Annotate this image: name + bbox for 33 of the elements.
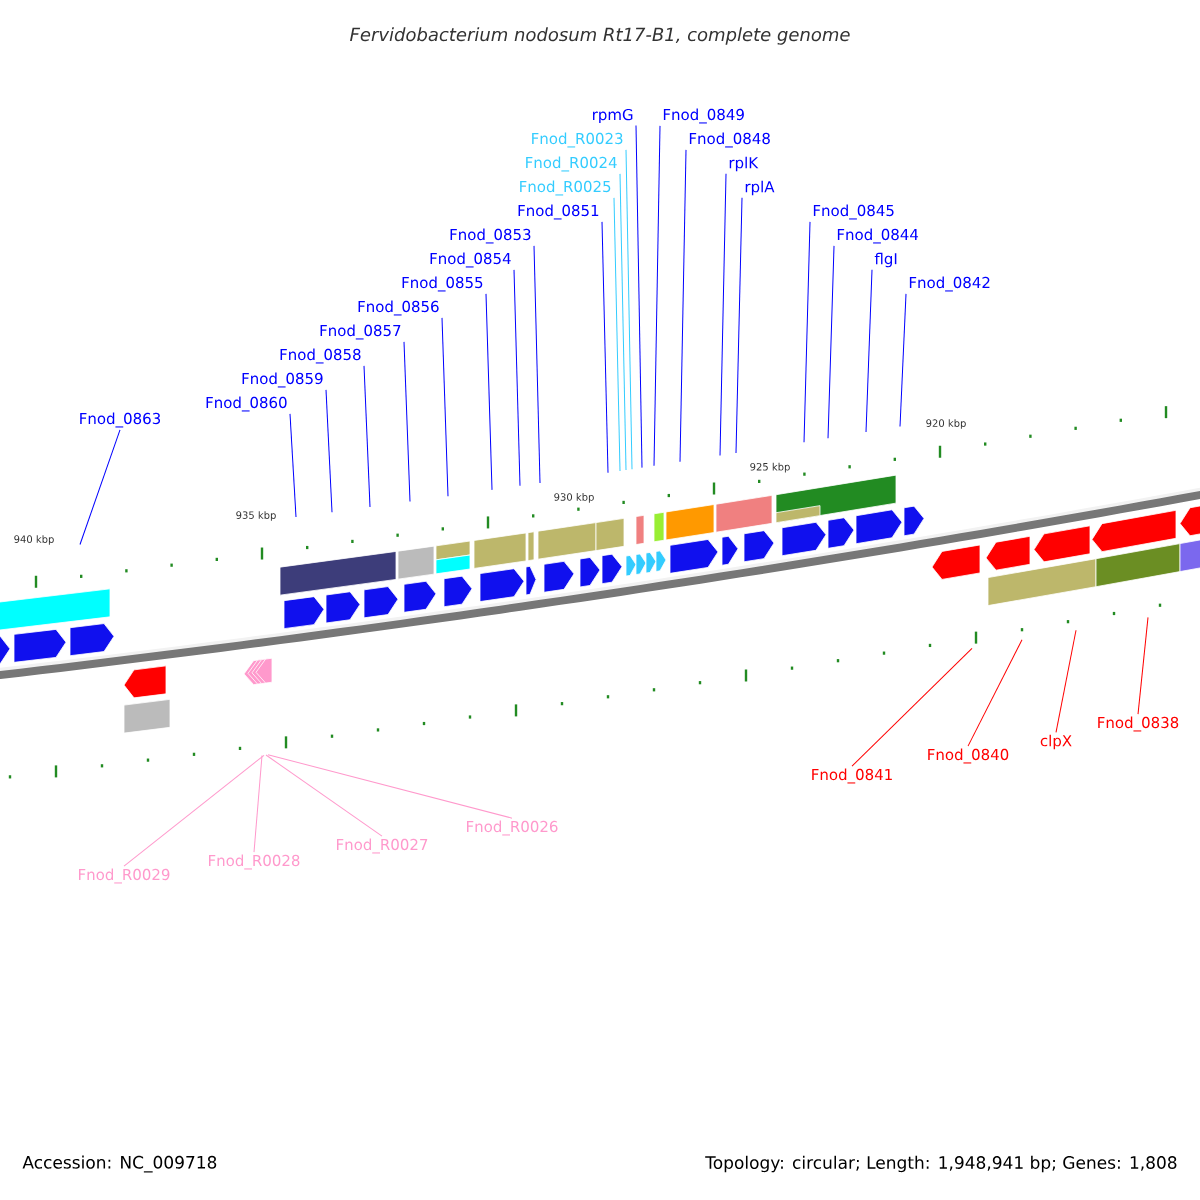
leader-line <box>803 221 811 443</box>
leader-line <box>123 754 265 867</box>
leader-line <box>625 149 633 470</box>
footer-text: Topology: circular; Length: 1,948,941 bp; Genes: 1,808 <box>705 1155 1177 1173</box>
leader-line <box>719 173 727 457</box>
leader-line <box>289 413 297 518</box>
leader-line <box>679 149 687 463</box>
leader-line <box>325 389 333 513</box>
leader-line <box>513 269 521 487</box>
leader-line <box>265 754 383 837</box>
leader-line <box>601 221 609 474</box>
leader-line <box>441 317 449 497</box>
leader-line <box>267 754 513 819</box>
leader-line <box>653 125 661 467</box>
leader-line <box>253 755 263 853</box>
leader-line <box>967 639 1023 747</box>
leader-line <box>79 429 121 545</box>
leader-line <box>827 245 835 439</box>
leader-line <box>485 293 493 491</box>
leader-line <box>403 341 411 502</box>
leader-line <box>899 293 907 427</box>
title: Fervidobacterium nodosum Rt17-B1, complete genome <box>350 27 850 45</box>
leader-line <box>1055 629 1077 733</box>
leader-line <box>613 197 621 472</box>
leader-line <box>533 245 541 484</box>
footer-text: Accession: NC_009718 <box>22 1155 217 1173</box>
leader-line <box>619 173 627 471</box>
leader-line <box>1137 616 1149 715</box>
leader-line <box>735 197 743 454</box>
leader-line <box>363 365 371 508</box>
leader-line <box>851 647 973 767</box>
leader-line <box>635 125 643 469</box>
leader-line <box>865 269 873 433</box>
